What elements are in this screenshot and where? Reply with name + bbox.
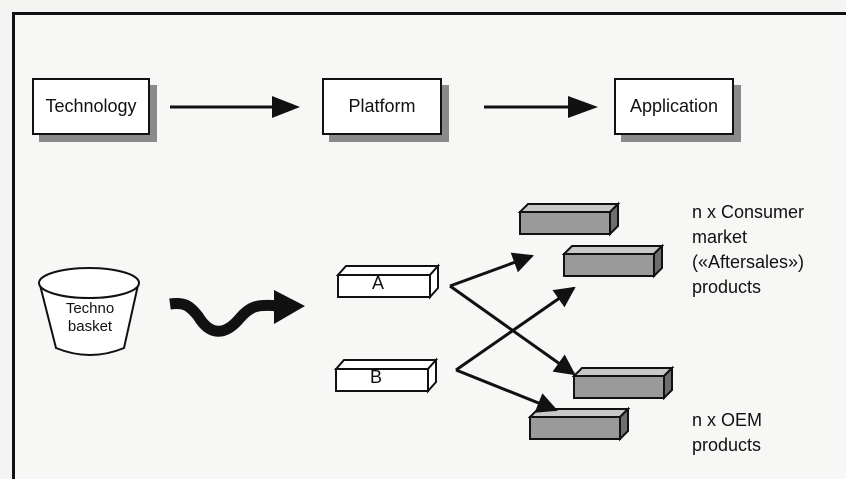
technology-label: Technology: [45, 96, 137, 116]
techno-basket-label: Techno basket: [50, 300, 130, 336]
product-box-consumer-2: [561, 243, 665, 279]
oem-line1: n x OEM: [692, 410, 763, 430]
application-label: Application: [629, 96, 719, 116]
consumer-line2: market: [692, 227, 748, 247]
consumer-products-label: n x Consumer market («Aftersales») produ…: [692, 200, 842, 300]
techno-basket-icon: [38, 267, 140, 356]
product-box-consumer-1: [517, 201, 621, 237]
arrow-b-to-oem-2: [455, 368, 558, 413]
basket-label-line1: Techno: [65, 300, 115, 317]
consumer-line3: («Aftersales»): [692, 252, 805, 272]
platform-b-label: B: [370, 367, 383, 387]
oem-products-label: n x OEM products: [692, 408, 842, 458]
wavy-arrow: [169, 290, 305, 337]
arrow-a-to-consumer-1: [449, 252, 534, 288]
platform-a-box: [335, 263, 441, 300]
product-box-oem-2: [527, 406, 631, 442]
platform-a-label: A: [372, 273, 385, 293]
technology-box: Technology: [32, 78, 150, 135]
application-box: Application: [614, 78, 734, 135]
oem-line2: products: [692, 435, 762, 455]
consumer-line4: products: [692, 277, 762, 297]
platform-box: Platform: [322, 78, 442, 135]
arrow-technology-to-platform: [170, 96, 300, 118]
platform-b-box: [333, 357, 439, 394]
arrow-b-to-consumer-2: [455, 286, 576, 372]
consumer-line1: n x Consumer: [692, 202, 805, 222]
platform-label: Platform: [348, 96, 416, 116]
arrow-platform-to-application: [484, 96, 598, 118]
basket-label-line2: basket: [67, 318, 113, 335]
product-box-oem-1: [571, 365, 675, 401]
